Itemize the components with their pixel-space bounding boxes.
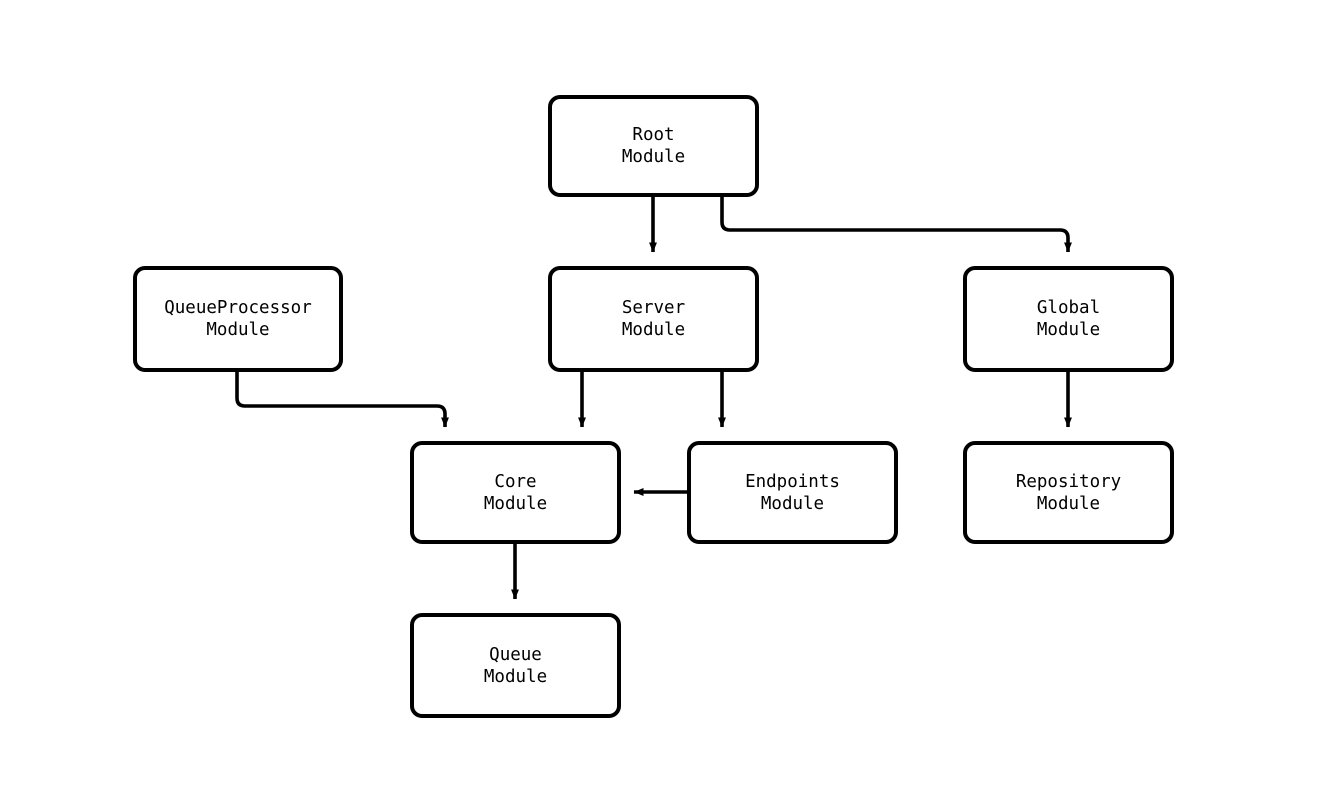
node-server-module-label: Server Module (621, 298, 686, 340)
node-queueprocessor-module[interactable]: QueueProcessor Module (133, 266, 343, 372)
node-core-module[interactable]: Core Module (410, 441, 621, 544)
node-queue-module-label: Queue Module (483, 644, 548, 687)
node-global-module[interactable]: Global Module (963, 266, 1174, 372)
node-endpoints-module-label: Endpoints Module (745, 471, 840, 514)
node-root-module-label: Root Module (621, 125, 686, 167)
node-global-module-label: Global Module (1036, 298, 1101, 340)
node-root-module[interactable]: Root Module (548, 95, 759, 197)
node-repository-module-label: Repository Module (1015, 471, 1122, 514)
edge-root-to-global (720, 197, 1072, 253)
edge-queueprocessor-to-core (235, 372, 449, 428)
node-queueprocessor-module-label: QueueProcessor Module (164, 298, 312, 340)
node-endpoints-module[interactable]: Endpoints Module (687, 441, 898, 544)
node-queue-module[interactable]: Queue Module (410, 613, 621, 718)
node-repository-module[interactable]: Repository Module (963, 441, 1174, 544)
node-core-module-label: Core Module (483, 471, 548, 514)
node-server-module[interactable]: Server Module (548, 266, 759, 372)
